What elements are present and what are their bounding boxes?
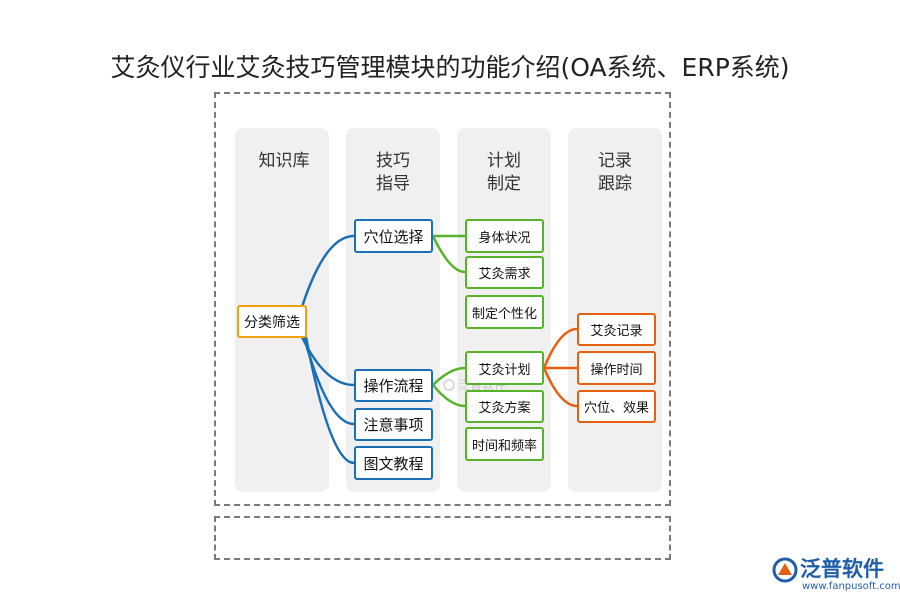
column-header-record: 记录 跟踪: [598, 151, 632, 194]
column-header-knowledge: 知识库: [258, 151, 310, 171]
diagram-title: 艾灸仪行业艾灸技巧管理模块的功能介绍(OA系统、ERP系统): [110, 53, 790, 82]
brand-logo-icon: [772, 557, 798, 583]
connector-classify-notes: [302, 336, 355, 426]
node-personalize: 制定个性化: [465, 295, 544, 329]
node-operation-flow: 操作流程: [354, 369, 433, 402]
node-moxa-needs: 艾灸需求: [465, 256, 544, 289]
brand-name: 泛普软件: [800, 557, 884, 581]
node-time-frequency: 时间和频率: [465, 427, 544, 461]
connector-acupoint-needs: [431, 235, 466, 274]
node-acupoint-select: 穴位选择: [354, 219, 433, 253]
node-acupoint-effect: 穴位、效果: [577, 390, 656, 423]
node-moxa-scheme: 艾灸方案: [465, 390, 544, 423]
column-record: [568, 128, 662, 492]
bottom-dashed-frame: [214, 516, 671, 560]
node-notes: 注意事项: [354, 408, 433, 441]
main-dashed-frame: [214, 92, 671, 506]
connector-plan-record: [542, 327, 578, 369]
connector-flow-scheme: [432, 384, 466, 408]
node-moxa-record: 艾灸记录: [577, 313, 656, 346]
node-tutorial: 图文教程: [354, 446, 433, 480]
connector-classify-tutorial: [304, 336, 355, 465]
brand-logo: 泛普软件 www.fanpusoft.com: [770, 553, 900, 595]
node-operation-time: 操作时间: [577, 351, 656, 385]
node-classify: 分类筛选: [237, 305, 307, 338]
node-moxa-plan: 艾灸计划: [465, 351, 544, 385]
column-header-skills: 技巧 指导: [376, 151, 410, 194]
connector-flow-plan: [432, 366, 466, 386]
node-body-status: 身体状况: [465, 219, 544, 253]
watermark-logo-icon: [443, 379, 455, 391]
connector-plan-effect: [542, 367, 578, 408]
brand-url: www.fanpusoft.com: [802, 581, 900, 592]
column-header-plan: 计划 制定: [487, 151, 521, 194]
connector-classify-acupoint: [300, 234, 355, 308]
